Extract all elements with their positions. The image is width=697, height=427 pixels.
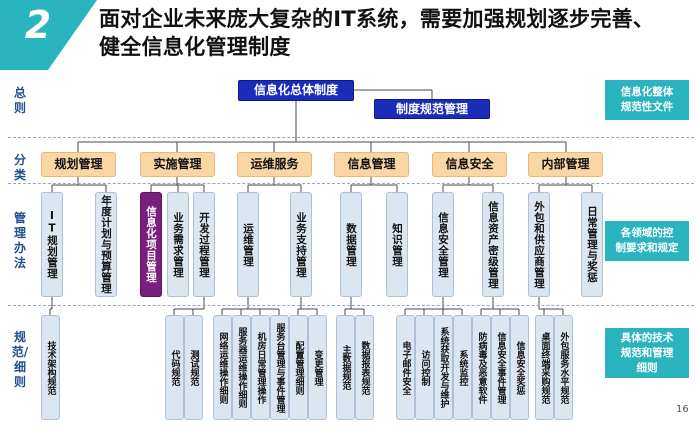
divider-line-1 xyxy=(8,137,694,138)
tier-label-general: 总则 xyxy=(13,86,26,115)
note-methods: 各领域的控 制要求和规定 xyxy=(605,221,689,261)
tier-label-standard: 规范/细则 xyxy=(11,330,29,389)
method-development-process: 开发过程管理 xyxy=(193,192,215,297)
tier-label-category: 分类 xyxy=(13,153,26,182)
standard-access-control: 访问控制 xyxy=(415,315,434,420)
standard-service-desk: 服务台管理与事件管理 xyxy=(270,315,289,420)
page-number: 16 xyxy=(676,404,689,415)
note-methods-line-2: 制要求和规定 xyxy=(615,242,679,254)
category-security: 信息安全 xyxy=(432,152,507,177)
category-internal: 内部管理 xyxy=(528,152,603,177)
standard-outsourcing-sla: 外包服务水平规范 xyxy=(554,315,573,420)
note-general: 信息化整体 规范性文件 xyxy=(605,80,689,120)
policy-management-box: 制度规范管理 xyxy=(374,99,490,119)
category-implementation: 实施管理 xyxy=(140,152,215,177)
note-methods-line-1: 各领域的控 xyxy=(620,227,674,239)
standard-datacenter: 机房日常管理操作 xyxy=(251,315,270,420)
method-it-project-highlighted: 信息化项目管理 xyxy=(140,192,162,297)
method-business-support: 业务支持管理 xyxy=(290,192,312,297)
note-standards-line-1: 具体的技术 xyxy=(620,331,674,344)
standard-master-data: 主数据规范 xyxy=(336,315,355,420)
method-annual-budget: 年度计划与预算管理 xyxy=(95,192,117,297)
standard-monitoring: 系统监控 xyxy=(453,315,472,420)
note-standards-line-2: 规范和管理 xyxy=(620,346,674,359)
standard-architecture: 技术架构规范 xyxy=(41,315,60,420)
tier-label-method: 管理办法 xyxy=(13,211,26,270)
standard-antivirus: 防病毒及恶意软件 xyxy=(472,315,491,420)
standard-system-dev: 系统获取开发与维护 xyxy=(434,315,453,420)
standard-data-report: 数据报表规范 xyxy=(355,315,374,420)
standard-email-security: 电子邮件安全 xyxy=(396,315,415,420)
method-asset-classification: 信息资产密级管理 xyxy=(482,192,504,297)
general-policy-box: 信息化总体制度 xyxy=(238,80,354,101)
standard-change: 变更管理 xyxy=(308,315,327,420)
standard-desktop-procurement: 桌面终端采购规范 xyxy=(535,315,554,420)
standard-server-ops: 服务器运维操作细则 xyxy=(232,315,251,420)
standard-network-ops: 网络运维操作细则 xyxy=(213,315,232,420)
standard-security-incident: 信息安全事件管理 xyxy=(491,315,510,420)
category-operations: 运维服务 xyxy=(237,152,312,177)
standard-configuration: 配置管理细则 xyxy=(289,315,308,420)
slide-number: 2 xyxy=(24,3,52,47)
method-outsourcing-vendor: 外包和供应商管理 xyxy=(528,192,550,297)
slide-number-badge xyxy=(0,0,97,70)
note-general-line-2: 规范性文件 xyxy=(620,101,674,113)
category-planning: 规划管理 xyxy=(41,152,116,177)
method-info-security: 信息安全管理 xyxy=(432,192,454,297)
note-general-line-1: 信息化整体 xyxy=(620,86,674,98)
standard-security-rewards: 信息安全奖惩 xyxy=(510,315,529,420)
standard-testing: 测试规范 xyxy=(184,315,203,420)
method-business-requirements: 业务需求管理 xyxy=(167,192,189,297)
note-standards-line-3: 细则 xyxy=(636,361,658,374)
method-knowledge: 知识管理 xyxy=(386,192,408,297)
note-standards: 具体的技术 规范和管理 细则 xyxy=(605,328,689,378)
method-it-planning: IT规划管理 xyxy=(41,192,63,297)
standard-code: 代码规范 xyxy=(165,315,184,420)
method-data: 数据管理 xyxy=(340,192,362,297)
method-operations: 运维管理 xyxy=(237,192,259,297)
divider-line-3 xyxy=(8,305,694,306)
category-information: 信息管理 xyxy=(334,152,409,177)
title-line-2: 健全信息化管理制度 xyxy=(99,35,291,59)
divider-line-2 xyxy=(8,183,694,184)
slide-title: 面对企业未来庞大复杂的IT系统，需要加强规划逐步完善、 健全信息化管理制度 xyxy=(99,5,691,61)
title-line-1: 面对企业未来庞大复杂的IT系统，需要加强规划逐步完善、 xyxy=(99,7,655,31)
method-daily-management: 日常管理与奖惩 xyxy=(581,192,603,297)
